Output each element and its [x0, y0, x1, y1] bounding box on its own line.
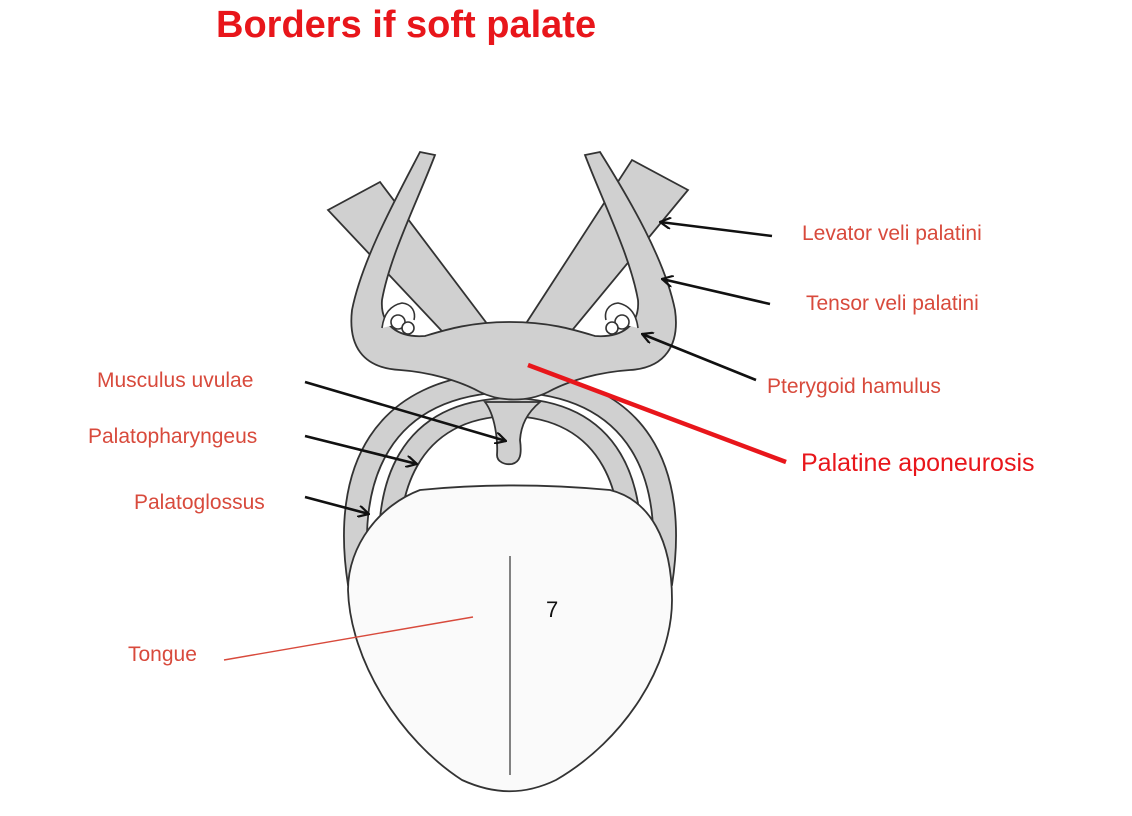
label-palatopharyngeus: Palatopharyngeus: [88, 425, 258, 448]
arrow-palatoglossus: [304, 495, 369, 514]
pterygoid-hamulus-left: [381, 302, 416, 335]
label-pterygoid-hamulus: Pterygoid hamulus: [767, 375, 941, 398]
label-palatoglossus: Palatoglossus: [134, 491, 265, 514]
label-palatine-aponeurosis: Palatine aponeurosis: [801, 449, 1035, 477]
label-musculus-uvulae: Musculus uvulae: [97, 369, 254, 392]
arrow-palatopharyngeus: [304, 434, 417, 464]
aponeurosis-leader: [527, 362, 787, 465]
page-title: Borders if soft palate: [216, 4, 597, 46]
arrow-hamulus: [642, 334, 757, 382]
label-levator-veli-palatini: Levator veli palatini: [802, 222, 982, 245]
arrow-tensor: [662, 279, 771, 306]
arrow-levator: [660, 222, 773, 238]
tongue-leader: [223, 616, 474, 661]
pterygoid-hamulus-right: [604, 302, 639, 335]
label-tensor-veli-palatini: Tensor veli palatini: [806, 292, 979, 315]
arrow-uvulae: [304, 380, 506, 441]
pointer-arrows: [304, 222, 773, 514]
musculus-uvulae: [483, 401, 543, 466]
tongue-number: 7: [546, 597, 559, 622]
tensor-and-palate-body: [350, 150, 677, 401]
label-tongue: Tongue: [128, 643, 197, 666]
